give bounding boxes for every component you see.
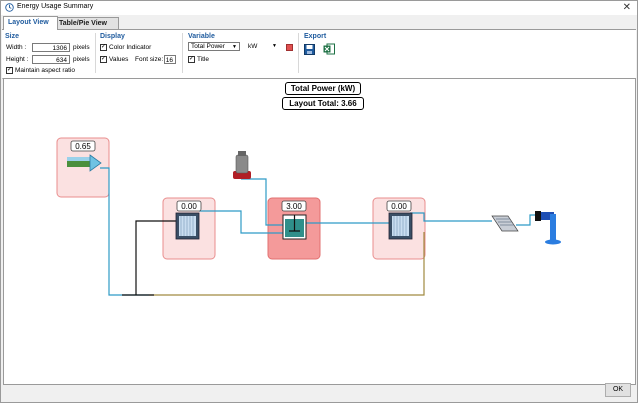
height-label: Height :	[6, 56, 29, 63]
separator	[182, 33, 183, 73]
clarifier2-value: 0.00	[391, 202, 407, 211]
unit-label: kW	[248, 43, 258, 50]
chemical-tank-icon	[233, 151, 251, 179]
app-icon	[5, 3, 14, 12]
title-checkbox[interactable]: ✓	[188, 56, 195, 63]
canvas-heading: Total Power (kW)	[285, 82, 361, 95]
aspect-ratio-label: Maintain aspect ratio	[15, 67, 75, 74]
display-group-title: Display	[100, 33, 125, 40]
separator	[95, 33, 96, 73]
clarifier1-icon	[175, 212, 200, 240]
process-diagram: 0.65 0.00 3.00 0.00	[56, 137, 561, 296]
font-size-label: Font size:	[135, 56, 164, 63]
influent-icon	[67, 154, 102, 172]
close-icon[interactable]: ✕	[622, 2, 631, 13]
font-size-input[interactable]: 16	[164, 55, 176, 64]
pipes	[100, 167, 542, 296]
height-unit: pixels	[73, 56, 90, 63]
influent-value: 0.65	[75, 142, 91, 151]
variable-select[interactable]: Total Power ▼	[188, 42, 240, 51]
ok-button[interactable]: OK	[605, 383, 631, 397]
layout-canvas: Total Power (kW) Layout Total: 3.66	[3, 78, 636, 385]
width-unit: pixels	[73, 44, 90, 51]
height-input[interactable]: 634	[32, 55, 70, 64]
tab-layout-view[interactable]: Layout View	[3, 16, 58, 30]
export-group-title: Export	[304, 33, 327, 40]
window-title: Energy Usage Summary	[17, 3, 94, 10]
reactor-value: 3.00	[286, 202, 302, 211]
chevron-down-icon: ▼	[232, 44, 237, 50]
unit-dropdown-icon[interactable]: ▼	[272, 43, 277, 49]
width-input[interactable]: 1306	[32, 43, 70, 52]
options-ribbon: Size Width : 1306 pixels Height : 634 pi…	[2, 29, 636, 79]
reactor-icon	[282, 214, 307, 240]
separator	[298, 33, 299, 73]
size-group-title: Size	[5, 33, 20, 40]
title-bar: Energy Usage Summary ✕	[1, 1, 637, 15]
excel-export-icon[interactable]	[323, 43, 335, 55]
width-label: Width :	[6, 44, 27, 51]
values-checkbox[interactable]: ✓	[100, 56, 107, 63]
title-label: Title	[197, 56, 210, 63]
clarifier2-icon	[388, 212, 413, 240]
effluent-icon	[535, 211, 561, 245]
layout-total: Layout Total: 3.66	[282, 97, 364, 110]
value-labels: 0.65 0.00 3.00 0.00	[70, 140, 412, 212]
color-indicator-label: Color Indicator	[109, 44, 152, 51]
variable-group-title: Variable	[188, 33, 215, 40]
aspect-ratio-checkbox[interactable]: ✓	[6, 67, 13, 74]
variable-select-value: Total Power	[191, 43, 225, 50]
filter-icon	[491, 215, 519, 232]
values-label: Values	[109, 56, 129, 63]
color-indicator-checkbox[interactable]: ✓	[100, 44, 107, 51]
save-icon[interactable]	[304, 44, 315, 55]
clarifier1-value: 0.00	[181, 202, 197, 211]
color-swatch[interactable]	[286, 44, 293, 51]
